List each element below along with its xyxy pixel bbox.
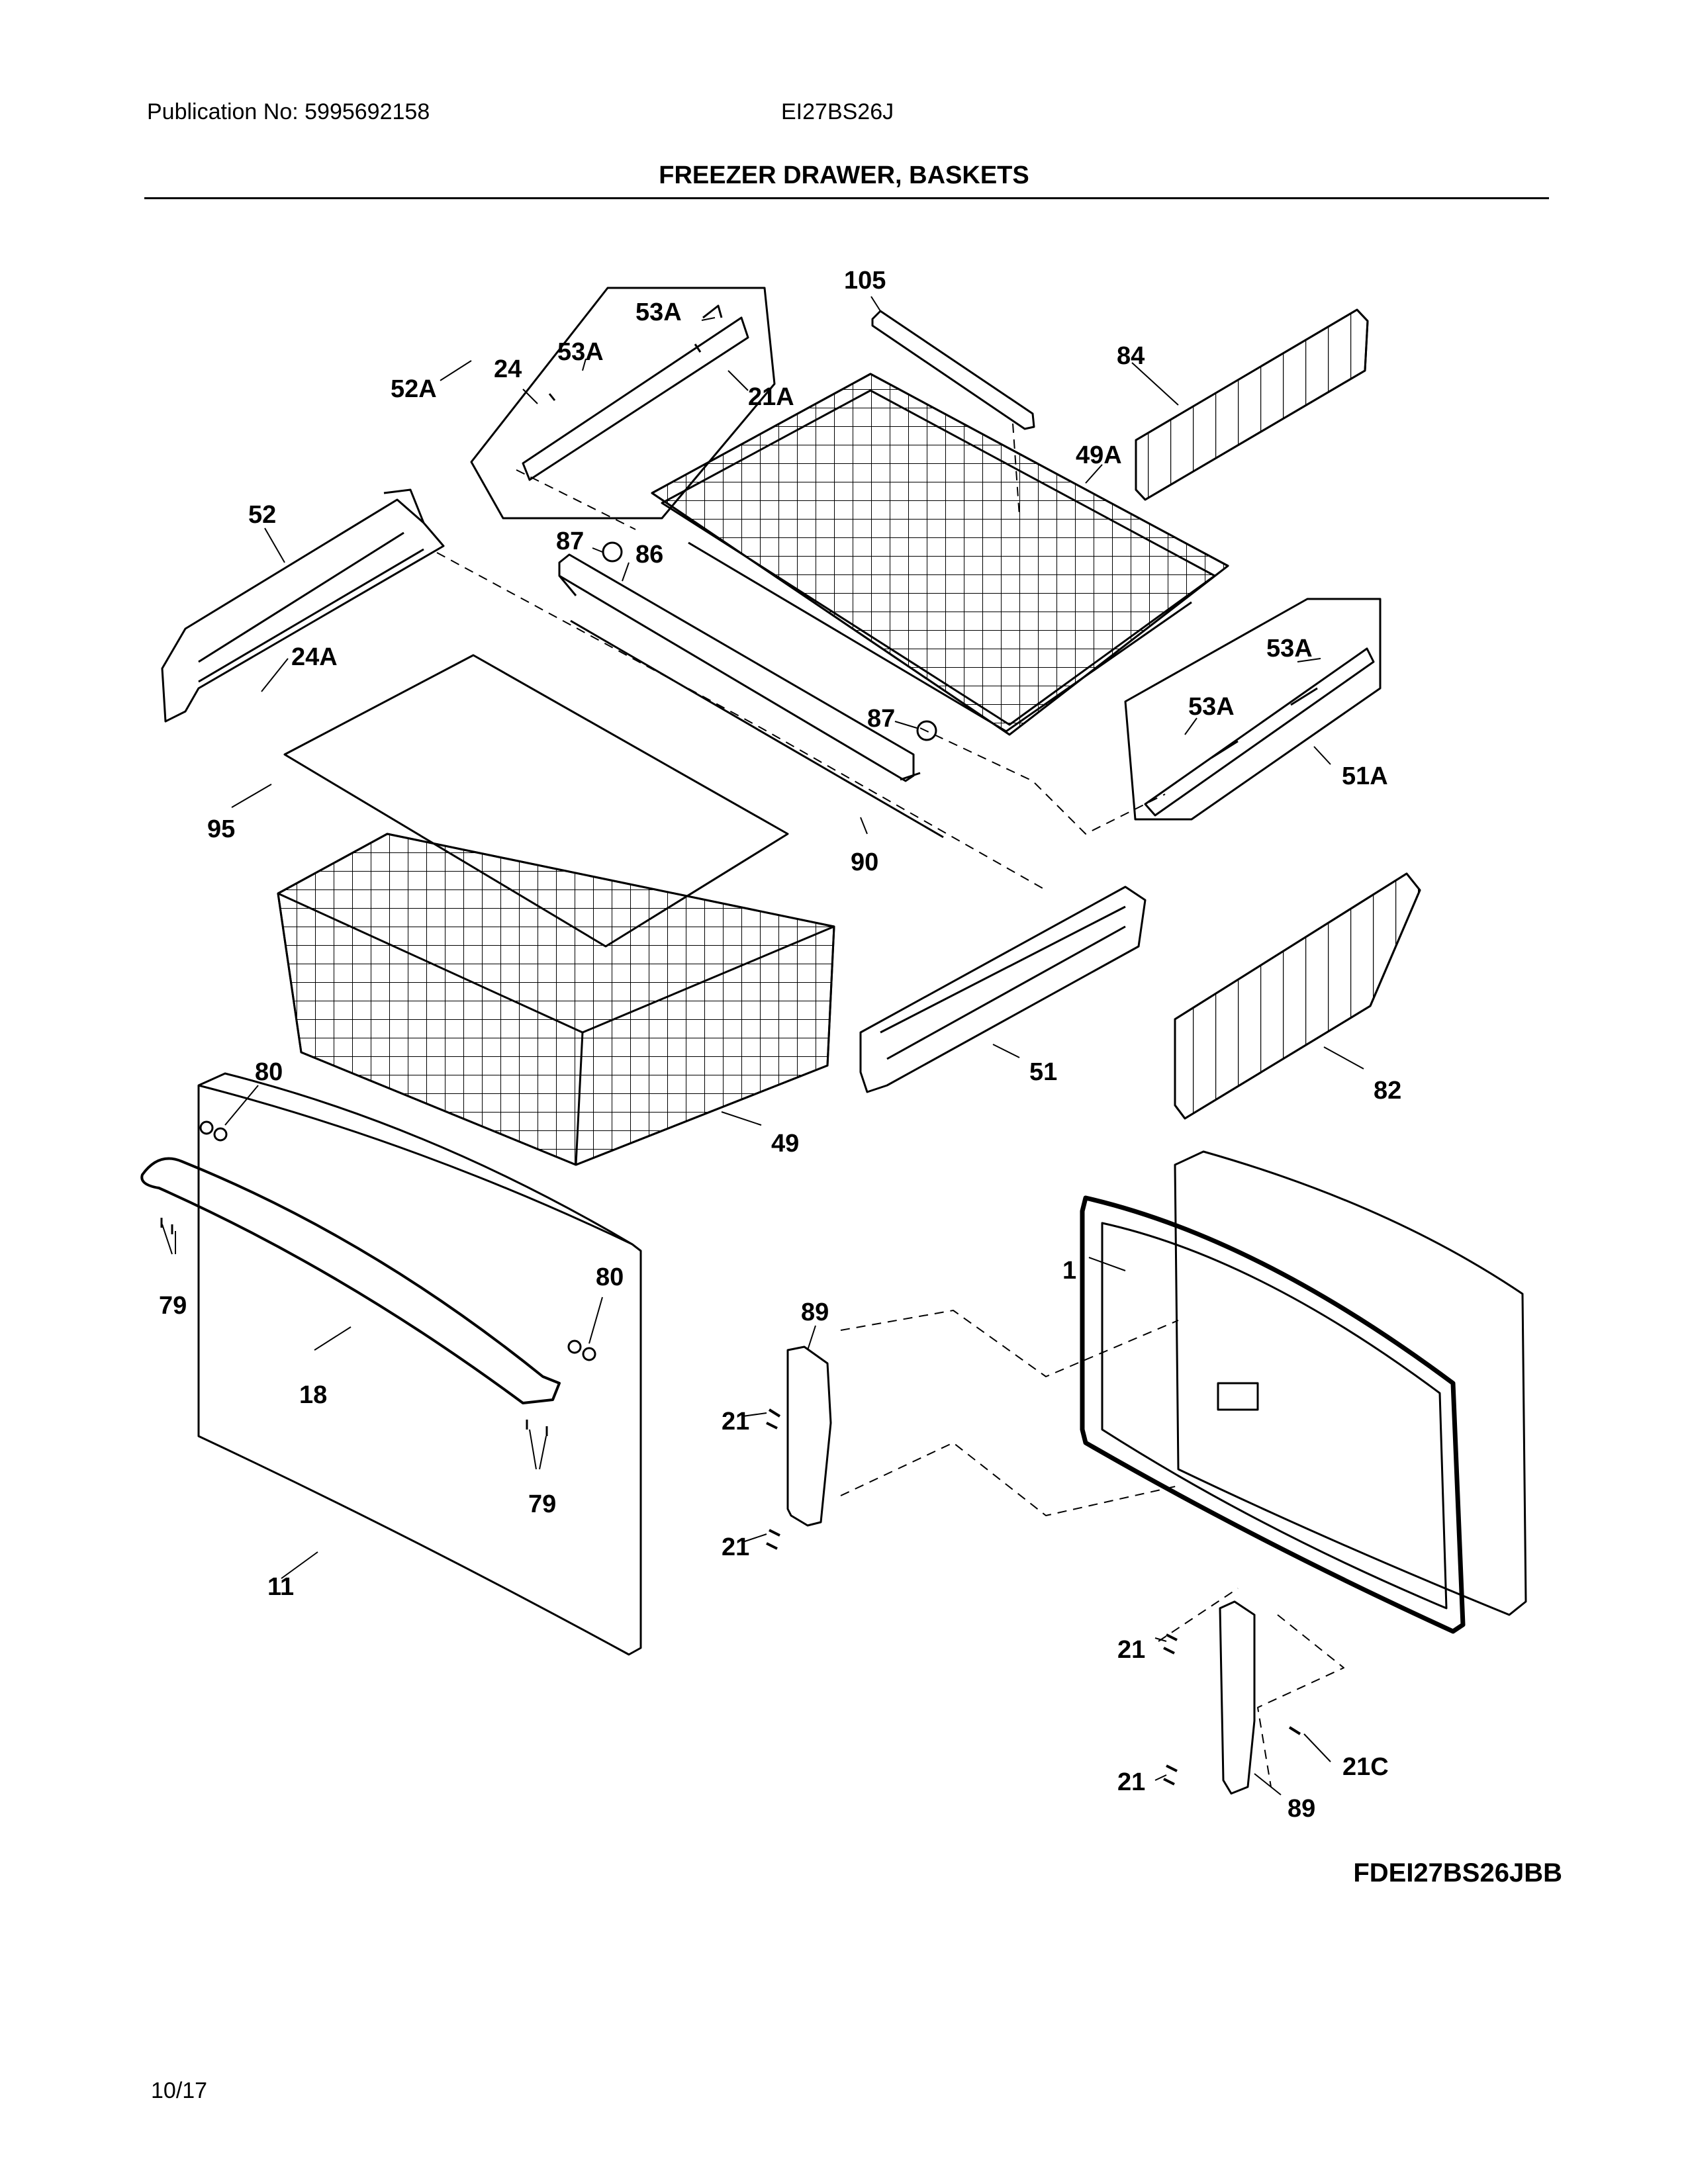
part-80-spacers [199,1120,596,1361]
callout-51a: 51A [1342,762,1388,790]
callout-84: 84 [1117,342,1145,370]
rail-51a [1144,647,1375,817]
callout-52a: 52A [391,375,437,403]
part-49a-upper-basket [651,373,1229,736]
part-51-rail [859,886,1147,1093]
callout-53a: 53A [1266,635,1313,662]
rail-52a [522,304,749,481]
part-90-rod [570,619,944,839]
callout-24a: 24A [291,643,338,671]
callout-21: 21 [1117,1636,1145,1664]
callout-79: 79 [528,1490,556,1518]
group-outline-52a [470,287,776,520]
callout-87: 87 [556,527,584,555]
part-79-screws [160,1218,548,1436]
callout-53a: 53A [635,298,682,326]
callout-11: 11 [267,1573,294,1601]
part-84-divider [1135,308,1369,501]
callout-1: 1 [1062,1257,1076,1285]
callout-53a: 53A [557,338,604,366]
callout-90: 90 [851,848,878,876]
callout-80: 80 [596,1263,624,1291]
part-21-screws [766,1408,1301,1786]
callout-49: 49 [771,1130,799,1158]
group-outline-51a [1124,598,1382,821]
callout-18: 18 [299,1381,327,1409]
callout-49a: 49A [1076,441,1122,469]
callout-86: 86 [635,541,663,569]
callout-82: 82 [1374,1077,1401,1105]
callout-21c: 21C [1342,1753,1389,1781]
callout-89: 89 [1288,1795,1315,1823]
part-86-crossbar [558,553,921,782]
callout-80: 80 [255,1058,283,1086]
page-title: FREEZER DRAWER, BASKETS [659,161,1029,189]
callout-105: 105 [844,267,886,295]
part-18-handle [140,1157,561,1404]
leader-lines [162,296,1364,1796]
part-87-bumper-lower [916,720,937,741]
callout-51: 51 [1029,1058,1057,1086]
callout-89: 89 [801,1298,829,1326]
part-49-lower-basket [277,833,835,1166]
header-rule [144,197,1549,199]
part-87-bumper-upper [602,541,623,563]
callout-21: 21 [722,1408,749,1435]
callout-79: 79 [159,1292,187,1320]
callout-21: 21 [722,1533,749,1561]
part-82-divider [1174,872,1421,1120]
callout-87: 87 [867,705,895,733]
callout-95: 95 [207,815,235,843]
publication-number: Publication No: 5995692158 [147,99,430,124]
part-89-bracket-upper [786,1345,832,1527]
model-number: EI27BS26J [781,99,894,124]
page-number: 10/17 [151,2078,208,2103]
callout-52: 52 [248,501,276,529]
alignment-lines [436,423,1344,1788]
callout-21: 21 [1117,1768,1145,1796]
part-11-door-panel [197,1072,642,1656]
callout-53a: 53A [1188,693,1235,721]
part-52-rail [161,488,445,723]
part-89-bracket-lower [1219,1600,1256,1795]
diagram-code: FDEI27BS26JBB [1353,1858,1562,1888]
callout-24: 24 [494,355,522,383]
callout-21a: 21A [748,383,794,411]
part-1-gasket-and-inner-door [1080,1150,1527,1634]
